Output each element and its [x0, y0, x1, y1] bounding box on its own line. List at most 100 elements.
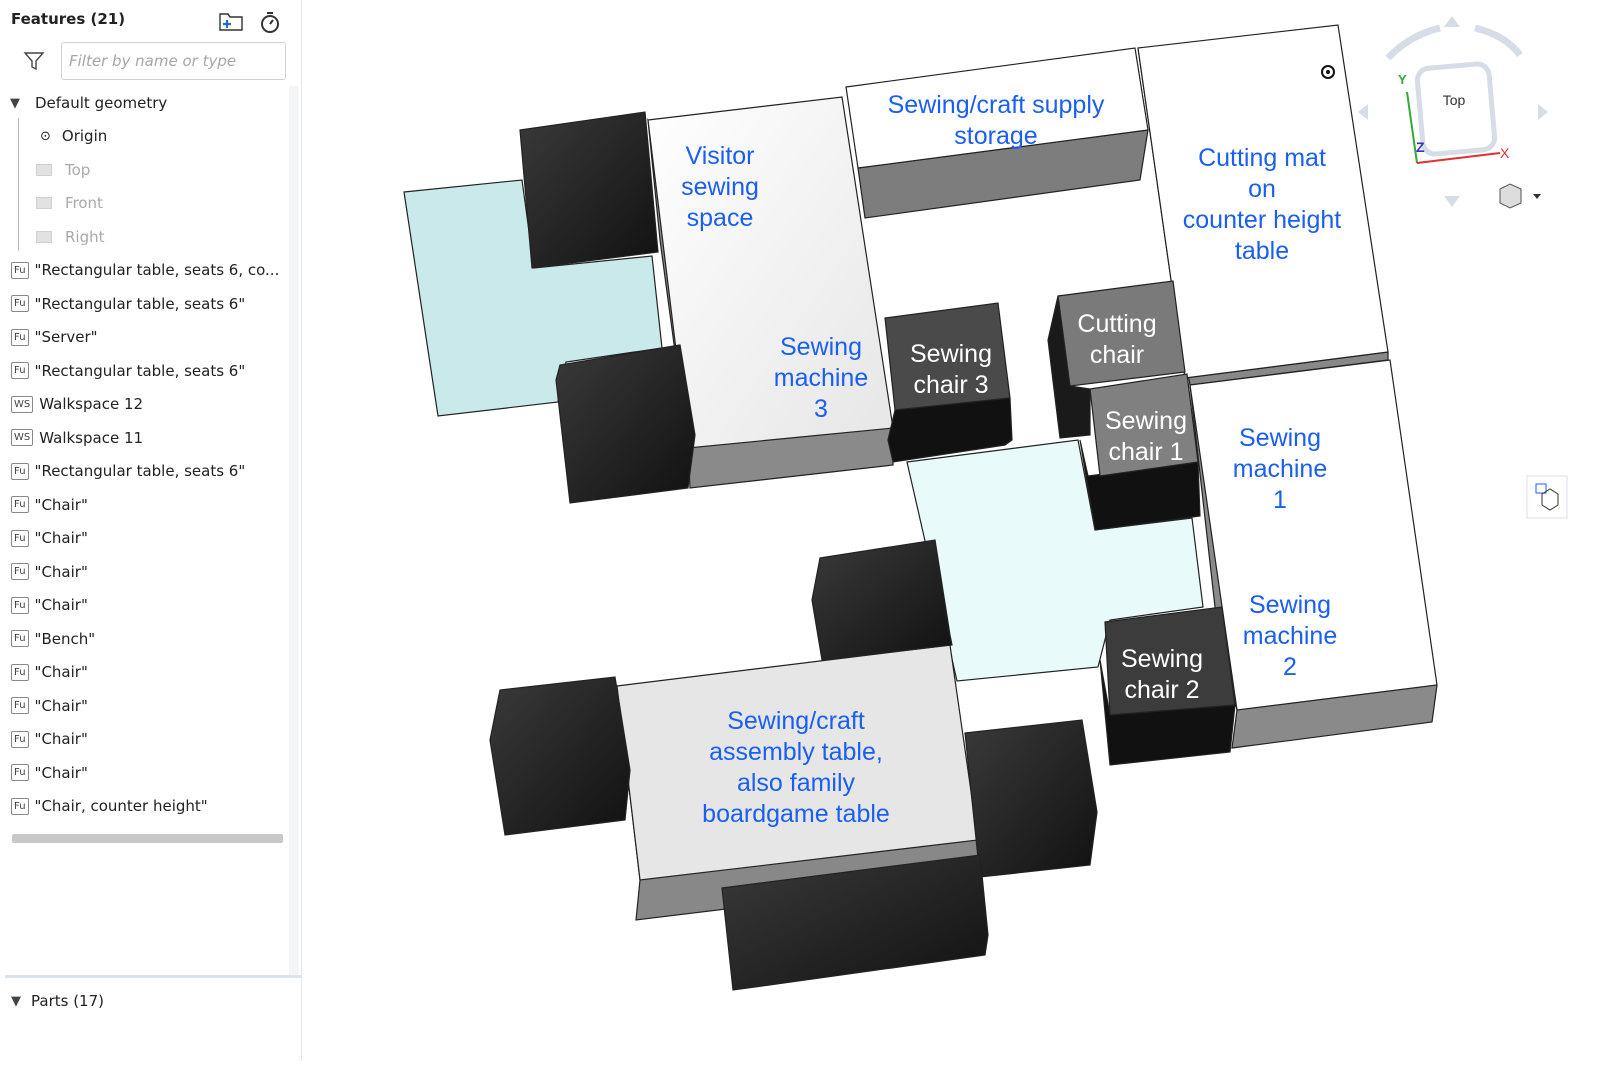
feature-type-icon: Fu: [11, 328, 29, 346]
sewing-table-top[interactable]: [1189, 359, 1438, 711]
label-sm3: machine: [774, 364, 869, 392]
filter-icon[interactable]: [23, 50, 45, 77]
chair-middle[interactable]: [811, 539, 953, 661]
feature-type-icon: Fu: [11, 563, 29, 580]
label-sc2: chair 2: [1124, 676, 1199, 704]
item-label: Right: [65, 228, 105, 246]
feature-item[interactable]: Fu "Rectangular table, seats 6": [11, 456, 245, 486]
feature-name: "Chair": [34, 663, 88, 681]
item-label: Origin: [61, 127, 108, 145]
cutting-table-top[interactable]: [1137, 24, 1389, 379]
feature-item[interactable]: Fu"Rectangular table, seats 6": [11, 356, 245, 386]
cutting-chair[interactable]: [1057, 280, 1186, 387]
chair-assembly-left[interactable]: [489, 676, 631, 836]
label-supply: Sewing/craft supply: [888, 91, 1105, 119]
feature-item[interactable]: Fu "Chair": [11, 691, 88, 721]
sewing-chair-3[interactable]: [884, 302, 1011, 411]
plane-icon: [36, 164, 52, 176]
add-folder-icon[interactable]: [218, 10, 244, 34]
chair-visitor-1[interactable]: [519, 111, 659, 269]
sewing-chair-2[interactable]: [1104, 606, 1236, 716]
origin-icon: ⊙: [40, 128, 51, 144]
label-visitor: Visitor: [685, 142, 754, 170]
label-assembly: also family: [737, 769, 856, 797]
feature-type-icon: Fu: [11, 697, 29, 714]
feature-type-icon: Fu: [11, 462, 29, 480]
geometry-top-plane[interactable]: Top: [36, 155, 90, 185]
feature-name: "Chair": [34, 495, 88, 514]
appearance-panel-icon[interactable]: [1526, 475, 1568, 519]
item-label: Top: [65, 161, 91, 179]
feature-item[interactable]: Fu"Chair": [11, 724, 88, 754]
label-cutting-mat: Cutting mat: [1198, 144, 1326, 172]
feature-item[interactable]: WS Walkspace 11: [11, 423, 143, 453]
parts-group[interactable]: ▼ Parts (17): [11, 986, 104, 1016]
label-cutting-chair: chair: [1090, 341, 1144, 369]
feature-item[interactable]: Fu"Chair": [11, 657, 88, 687]
chevron-down-icon[interactable]: ▼: [10, 95, 20, 111]
feature-name: "Chair": [34, 763, 88, 782]
feature-name: "Chair": [34, 730, 88, 748]
default-geometry-group[interactable]: ▼ Default geometry: [10, 88, 168, 118]
supply-table-top[interactable]: [845, 47, 1149, 169]
feature-item[interactable]: Fu "Server": [11, 322, 98, 352]
walkspace-11[interactable]: [906, 439, 1204, 682]
geometry-right-plane[interactable]: Right: [36, 222, 105, 252]
vertical-scrollbar[interactable]: [289, 86, 299, 976]
label-visitor: space: [687, 204, 754, 232]
chevron-down-icon[interactable]: ▼: [11, 993, 21, 1009]
filter-input[interactable]: [61, 42, 286, 80]
feature-type-icon: Fu: [11, 295, 29, 312]
axis-y-label: Y: [1398, 72, 1407, 87]
features-title: Features (21): [11, 10, 126, 28]
bench[interactable]: [721, 854, 989, 991]
label-sm2: machine: [1243, 622, 1338, 650]
feature-name: "Rectangular table, seats 6": [34, 294, 246, 313]
feature-type-icon: Fu: [11, 529, 29, 547]
feature-name: "Chair": [34, 696, 88, 715]
label-sc1: chair 1: [1108, 438, 1183, 466]
tree-line: [18, 118, 19, 251]
geometry-front-plane[interactable]: Front: [36, 188, 103, 218]
feature-name: "Rectangular table, seats 6": [34, 462, 246, 480]
feature-name: "Chair": [34, 562, 88, 581]
feature-type-icon: Fu: [11, 797, 29, 815]
label-cutting-mat: on: [1248, 175, 1276, 203]
label-visitor: sewing: [681, 173, 759, 201]
chair-assembly-right[interactable]: [964, 719, 1098, 878]
parts-label: Parts (17): [31, 992, 104, 1010]
feature-name: "Bench": [34, 629, 96, 648]
rollback-timer-icon[interactable]: [257, 10, 283, 34]
feature-name: Walkspace 11: [39, 428, 144, 447]
feature-item[interactable]: Fu"Bench": [11, 624, 95, 654]
feature-name: "Server": [34, 328, 98, 346]
horizontal-scrollbar[interactable]: [12, 834, 283, 843]
feature-item[interactable]: Fu"Chair, counter height": [11, 791, 208, 821]
chair-visitor-2[interactable]: [555, 344, 696, 504]
sewing-chair-1[interactable]: [1089, 373, 1199, 477]
feature-list-panel: Features (21) ▼ Default geometry ⊙ Origin…: [0, 0, 302, 1061]
label-sm2: Sewing: [1249, 591, 1331, 619]
group-label: Default geometry: [35, 94, 168, 112]
view-options-dropdown[interactable]: [1499, 183, 1541, 209]
feature-item[interactable]: Fu "Chair": [11, 557, 88, 587]
panel-divider[interactable]: [5, 975, 302, 978]
view-cube[interactable]: Top Y X Z: [1358, 16, 1548, 207]
feature-name: "Rectangular table, seats 6": [34, 361, 246, 380]
feature-item[interactable]: Fu "Rectangular table, seats 6": [11, 289, 245, 319]
feature-item[interactable]: Fu"Chair": [11, 758, 88, 788]
walkspace-type-icon: WS: [11, 429, 34, 446]
label-assembly: boardgame table: [702, 800, 890, 828]
label-sm1: Sewing: [1239, 424, 1321, 452]
feature-item[interactable]: Fu"Chair": [11, 590, 88, 620]
feature-type-icon: Fu: [11, 596, 29, 614]
feature-item[interactable]: Fu"Chair": [11, 490, 88, 520]
feature-item[interactable]: Fu"Chair": [11, 523, 88, 553]
feature-item[interactable]: Fu"Rectangular table, seats 6, co...: [11, 255, 279, 285]
view-cube-face[interactable]: Top: [1443, 92, 1466, 108]
label-sm3: 3: [814, 395, 828, 423]
geometry-origin[interactable]: ⊙ Origin: [40, 121, 107, 151]
